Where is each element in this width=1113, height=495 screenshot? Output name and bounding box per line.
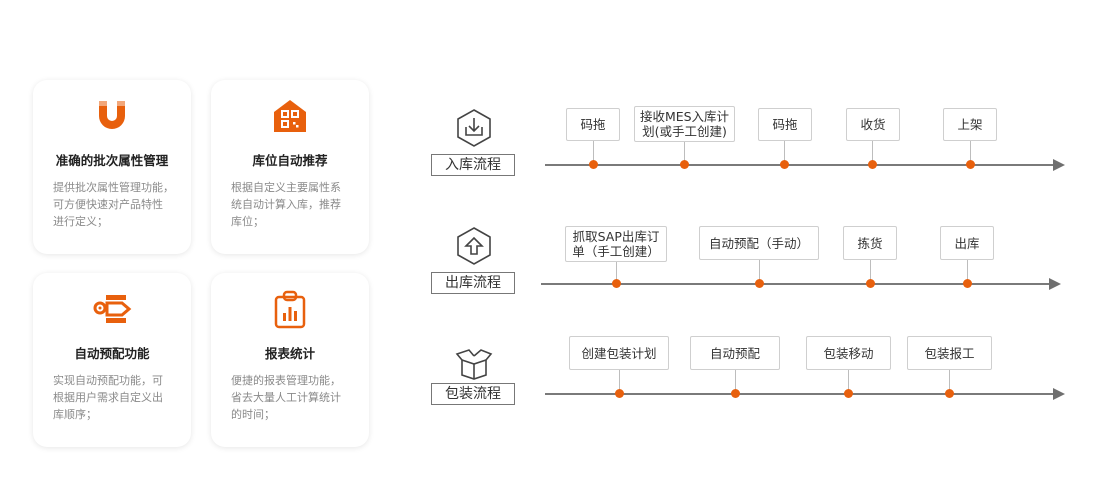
step-box: 自动预配	[690, 336, 780, 370]
feature-card-batch: 准确的批次属性管理 提供批次属性管理功能，可方便快速对产品特性进行定义；	[33, 80, 191, 254]
inbound-shield-icon	[457, 109, 491, 147]
magnet-icon	[99, 101, 125, 129]
feature-description: 便捷的报表管理功能，省去大量人工计算统计的时间；	[231, 374, 341, 421]
step-connector	[784, 140, 785, 164]
step-dot	[589, 160, 598, 169]
step-connector	[872, 140, 873, 164]
feature-card-allocation: 自动预配功能 实现自动预配功能，可根据用户需求自定义出库顺序；	[33, 273, 191, 447]
feature-card-location: 库位自动推荐 根据自定义主要属性系统自动计算入库，推荐库位；	[211, 80, 369, 254]
step-connector	[684, 140, 685, 164]
flow-axis	[545, 164, 1055, 166]
feature-title: 库位自动推荐	[252, 153, 328, 168]
step-dot	[945, 389, 954, 398]
feature-title: 准确的批次属性管理	[55, 153, 169, 168]
axis-arrowhead	[1053, 388, 1065, 400]
step-dot	[731, 389, 740, 398]
feature-description: 提供批次属性管理功能，可方便快速对产品特性进行定义；	[53, 181, 174, 228]
feature-card-report: 报表统计 便捷的报表管理功能，省去大量人工计算统计的时间；	[211, 273, 369, 447]
step-box: 包装移动	[806, 336, 891, 370]
step-dot	[868, 160, 877, 169]
step-connector	[949, 369, 950, 393]
feature-title: 报表统计	[264, 346, 315, 361]
step-dot	[780, 160, 789, 169]
step-box: 包装报工	[907, 336, 992, 370]
step-dot	[680, 160, 689, 169]
step-connector	[616, 260, 617, 283]
feature-description: 实现自动预配功能，可根据用户需求自定义出库顺序；	[53, 374, 163, 421]
step-dot	[615, 389, 624, 398]
step-box: 码拖	[566, 108, 620, 141]
allocation-gear-icon	[93, 295, 132, 323]
axis-arrowhead	[1049, 278, 1061, 290]
step-box: 抓取SAP出库订单（手工创建）	[565, 226, 667, 262]
step-dot	[844, 389, 853, 398]
step-dot	[966, 160, 975, 169]
step-box: 上架	[943, 108, 997, 141]
open-box-icon	[455, 349, 493, 380]
step-dot	[612, 279, 621, 288]
axis-arrowhead	[1053, 159, 1065, 171]
step-box: 码拖	[758, 108, 812, 141]
step-box: 创建包装计划	[569, 336, 669, 370]
step-connector	[735, 369, 736, 393]
step-box: 收货	[846, 108, 900, 141]
feature-description: 根据自定义主要属性系统自动计算入库，推荐库位；	[231, 181, 341, 228]
warehouse-qr-icon	[274, 100, 306, 132]
step-connector	[967, 259, 968, 283]
step-box: 自动预配（手动）	[699, 226, 819, 260]
step-dot	[963, 279, 972, 288]
step-box: 拣货	[843, 226, 897, 260]
step-connector	[848, 369, 849, 393]
step-connector	[593, 140, 594, 164]
outbound-shield-icon	[457, 227, 491, 265]
step-box: 接收MES入库计划(或手工创建)	[634, 106, 735, 142]
step-dot	[866, 279, 875, 288]
flow-axis	[541, 283, 1051, 285]
step-connector	[619, 369, 620, 393]
clipboard-chart-icon	[274, 290, 306, 329]
step-box: 出库	[940, 226, 994, 260]
step-connector	[870, 259, 871, 283]
feature-title: 自动预配功能	[74, 346, 150, 361]
step-dot	[755, 279, 764, 288]
flow-label-packaging: 包装流程	[431, 383, 515, 405]
flow-label-outbound: 出库流程	[431, 272, 515, 294]
flow-label-inbound: 入库流程	[431, 154, 515, 176]
flow-axis	[545, 393, 1055, 395]
step-connector	[970, 140, 971, 164]
step-connector	[759, 259, 760, 283]
